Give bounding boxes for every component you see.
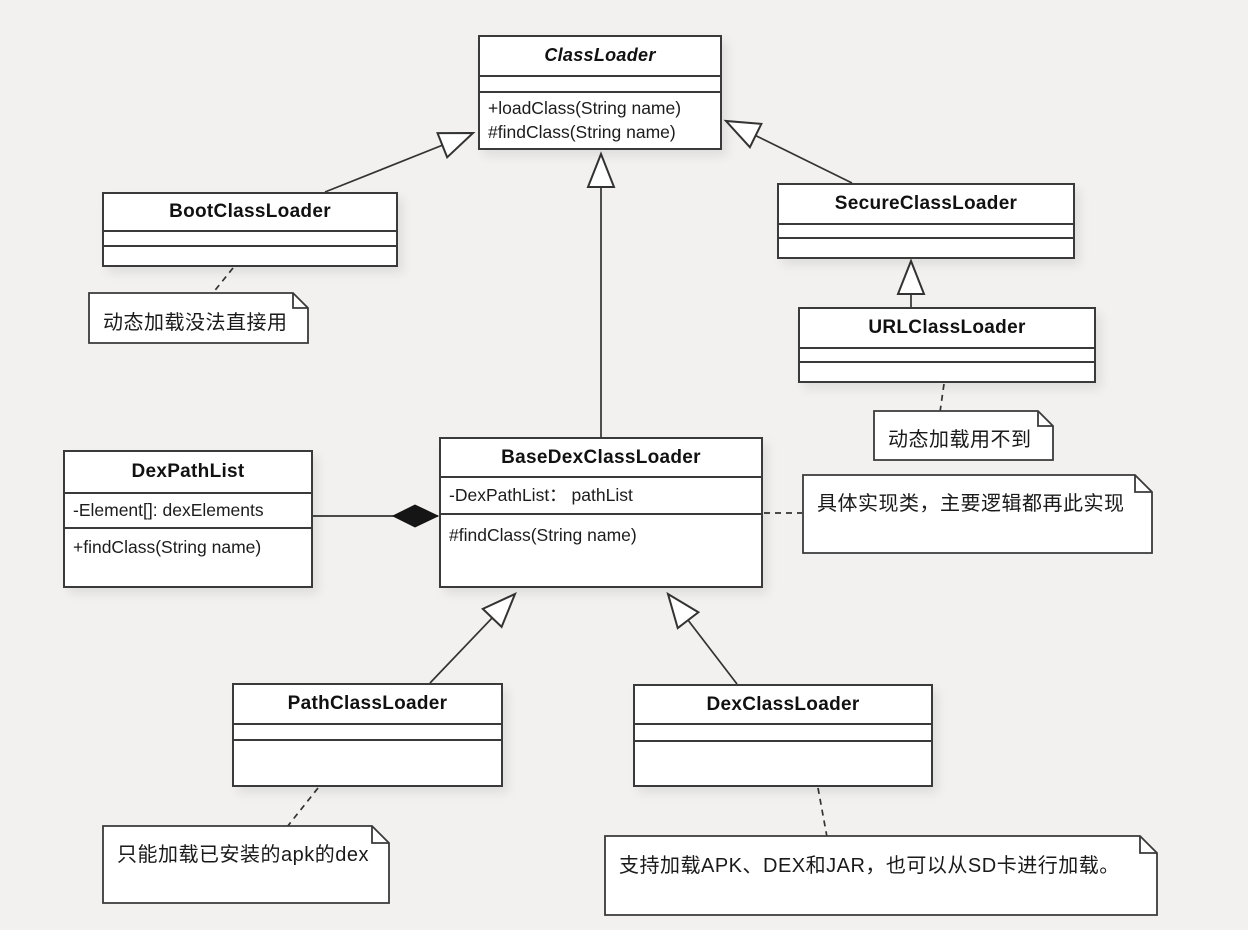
class-name-secureclassloader: SecureClassLoader [834, 193, 1018, 214]
anchor-boot-note [211, 267, 234, 295]
attribute-dexelements: -Element[]: dexElements [73, 499, 264, 520]
note-shape-url [873, 410, 1054, 461]
note-shape-boot [88, 292, 309, 344]
method-findclass: +findClass(String name) [73, 537, 262, 557]
class-name-pathclassloader: PathClassLoader [287, 693, 448, 714]
anchor-url-note [939, 383, 945, 413]
anchor-dex-note [817, 787, 828, 838]
class-name-bootclassloader: BootClassLoader [169, 201, 331, 222]
attributes-section-empty [800, 347, 1094, 361]
class-box-dexpathlist: DexPathList -Element[]: dexElements +fin… [63, 450, 313, 588]
methods-section: +loadClass(String name) #findClass(Strin… [480, 91, 720, 148]
attributes-section: -Element[]: dexElements [65, 492, 311, 527]
methods-section: #findClass(String name) [441, 513, 761, 586]
note-shape-path [102, 825, 390, 904]
edge-secure-to-classloader [723, 119, 853, 184]
methods-section-empty [800, 361, 1094, 381]
class-box-secureclassloader: SecureClassLoader [777, 183, 1075, 259]
edge-boot-to-classloader [324, 131, 476, 193]
method-findclass: #findClass(String name) [488, 121, 676, 142]
methods-section-empty [779, 237, 1073, 257]
anchor-path-note [286, 787, 319, 828]
note-shape-dex [604, 835, 1158, 916]
class-box-urlclassloader: URLClassLoader [798, 307, 1096, 383]
attributes-section-empty [234, 723, 501, 739]
methods-section-empty [104, 245, 396, 265]
class-box-basedexclassloader: BaseDexClassLoader -DexPathList： pathLis… [439, 437, 763, 588]
methods-section-empty [234, 739, 501, 785]
class-box-pathclassloader: PathClassLoader [232, 683, 503, 787]
class-name-urlclassloader: URLClassLoader [868, 317, 1026, 338]
class-box-dexclassloader: DexClassLoader [633, 684, 933, 787]
note-dex-text: 支持加载APK、DEX和JAR，也可以从SD卡进行加载。 [619, 855, 1120, 877]
class-name-basedexclassloader: BaseDexClassLoader [501, 446, 701, 468]
attributes-section: -DexPathList： pathList [441, 476, 761, 513]
class-name-classloader: ClassLoader [544, 45, 656, 66]
attributes-section-empty [779, 223, 1073, 237]
methods-section-empty [635, 740, 931, 785]
method-loadclass: +loadClass(String name) [488, 98, 682, 119]
note-boot-text: 动态加载没法直接用 [103, 312, 288, 334]
attributes-section-empty [480, 74, 720, 92]
note-url-text: 动态加载用不到 [888, 429, 1032, 451]
class-name-dexclassloader: DexClassLoader [706, 693, 860, 715]
note-basedex-text: 具体实现类，主要逻辑都再此实现 [817, 493, 1125, 515]
note-shape-basedex [802, 474, 1153, 554]
attributes-section-empty [635, 723, 931, 740]
class-name-dexpathlist: DexPathList [131, 461, 245, 482]
edge-dex-to-basedex [666, 591, 738, 685]
class-box-bootclassloader: BootClassLoader [102, 192, 398, 267]
edge-path-to-basedex [429, 592, 517, 684]
class-box-classloader: ClassLoader +loadClass(String name) #fin… [478, 35, 722, 150]
attributes-section-empty [104, 230, 396, 245]
method-findclass: #findClass(String name) [449, 525, 637, 545]
methods-section: +findClass(String name) [65, 527, 311, 586]
note-path-text: 只能加载已安装的apk的dex [117, 844, 369, 866]
attribute-pathlist: -DexPathList： pathList [449, 484, 633, 505]
